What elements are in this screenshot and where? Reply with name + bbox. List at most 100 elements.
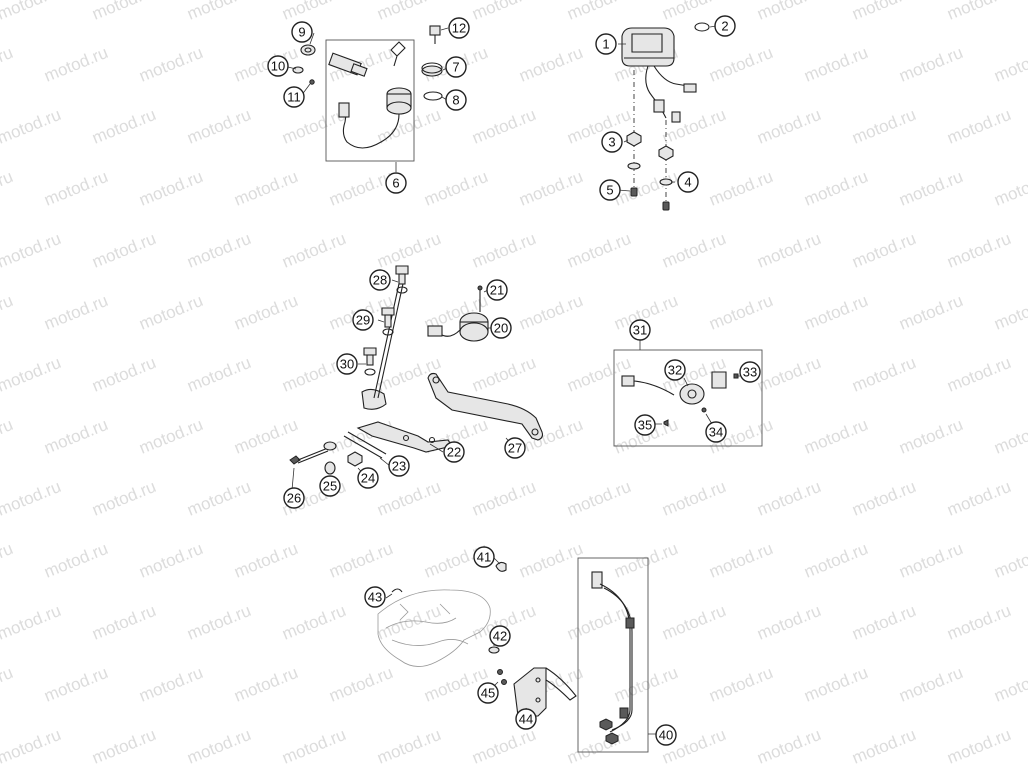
svg-text:26: 26 <box>287 491 301 506</box>
svg-text:27: 27 <box>508 441 522 456</box>
svg-text:43: 43 <box>368 590 382 605</box>
watermark-text: motod.ru <box>41 291 110 334</box>
svg-text:25: 25 <box>323 479 337 494</box>
ignition-switch-group <box>287 25 449 172</box>
watermark-text: motod.ru <box>89 353 158 396</box>
watermark-text: motod.ru <box>231 291 300 334</box>
svg-text:24: 24 <box>361 471 375 486</box>
watermark-text: motod.ru <box>184 477 253 520</box>
watermark-text: motod.ru <box>611 539 680 582</box>
cable-connector <box>591 571 603 589</box>
watermark-text: motod.ru <box>184 601 253 644</box>
nut-24 <box>347 451 363 467</box>
watermark-text: motod.ru <box>0 291 16 334</box>
svg-text:32: 32 <box>668 363 682 378</box>
dash-connector-b <box>653 99 665 113</box>
watermark-text: motod.ru <box>184 0 253 24</box>
watermark-text: motod.ru <box>136 291 205 334</box>
washer-4 <box>627 162 641 170</box>
callout-30: 30 <box>336 353 358 375</box>
svg-text:7: 7 <box>452 60 459 75</box>
watermark-text: motod.ru <box>944 353 1013 396</box>
screw-5 <box>630 187 638 197</box>
watermark-text: motod.ru <box>0 105 64 148</box>
callout-23: 23 <box>388 455 410 477</box>
watermark-text: motod.ru <box>896 291 965 334</box>
watermark-text: motod.ru <box>469 0 538 24</box>
watermark-text: motod.ru <box>801 663 870 706</box>
callout-8: 8 <box>445 89 467 111</box>
o-ring-8 <box>423 91 443 101</box>
callout-21: 21 <box>486 279 508 301</box>
watermark-text: motod.ru <box>564 353 633 396</box>
svg-text:4: 4 <box>684 175 691 190</box>
watermark-text: motod.ru <box>896 415 965 458</box>
watermark-text: motod.ru <box>184 105 253 148</box>
watermark-text: motod.ru <box>659 105 728 148</box>
key-12 <box>429 25 441 36</box>
watermark-text: motod.ru <box>801 415 870 458</box>
callout-26: 26 <box>283 487 305 509</box>
callout-28: 28 <box>369 269 391 291</box>
svg-text:10: 10 <box>271 59 285 74</box>
clip-41 <box>495 561 507 572</box>
watermark-text: motod.ru <box>754 601 823 644</box>
callout-9: 9 <box>291 21 313 43</box>
bracket-27 <box>427 372 544 441</box>
watermark-text: motod.ru <box>231 167 300 210</box>
nut-3 <box>626 131 642 147</box>
watermark-text: motod.ru <box>944 105 1013 148</box>
svg-text:23: 23 <box>392 459 406 474</box>
callout-29: 29 <box>352 309 374 331</box>
watermark-text: motod.ru <box>136 167 205 210</box>
callout-35: 35 <box>634 414 656 436</box>
watermark-text: motod.ru <box>849 353 918 396</box>
watermark-text: motod.ru <box>944 477 1013 520</box>
nut-42 <box>488 646 500 654</box>
callout-5: 5 <box>599 179 621 201</box>
watermark-text: motod.ru <box>659 477 728 520</box>
callout-6: 6 <box>385 172 407 194</box>
watermark-text: motod.ru <box>801 291 870 334</box>
watermark-text: motod.ru <box>279 229 348 272</box>
svg-text:2: 2 <box>721 19 728 34</box>
watermark-text: motod.ru <box>41 167 110 210</box>
watermark-text: motod.ru <box>611 167 680 210</box>
watermark-text: motod.ru <box>89 0 158 24</box>
watermark-text: motod.ru <box>231 663 300 706</box>
callout-41: 41 <box>473 546 495 568</box>
watermark-text: motod.ru <box>136 43 205 86</box>
callout-24: 24 <box>357 467 379 489</box>
watermark-text: motod.ru <box>279 601 348 644</box>
svg-text:45: 45 <box>481 686 495 701</box>
watermark-text: motod.ru <box>516 167 585 210</box>
svg-text:5: 5 <box>606 183 613 198</box>
watermark-text: motod.ru <box>41 663 110 706</box>
svg-text:11: 11 <box>287 90 301 105</box>
watermark-text: motod.ru <box>991 43 1028 86</box>
svg-text:30: 30 <box>340 357 354 372</box>
callout-11: 11 <box>283 86 305 108</box>
watermark-text: motod.ru <box>374 477 443 520</box>
svg-text:21: 21 <box>490 283 504 298</box>
watermark-text: motod.ru <box>944 601 1013 644</box>
watermark-text: motod.ru <box>754 105 823 148</box>
screw-35 <box>663 419 669 427</box>
watermark-text: motod.ru <box>849 601 918 644</box>
watermark-text: motod.ru <box>326 539 395 582</box>
svg-text:44: 44 <box>519 712 533 727</box>
watermark-text: motod.ru <box>0 539 16 582</box>
bolt-29 <box>381 307 395 316</box>
watermark-text: motod.ru <box>991 415 1028 458</box>
watermark-text: motod.ru <box>374 229 443 272</box>
watermark-text: motod.ru <box>706 539 775 582</box>
part-washer <box>292 66 304 74</box>
speedometer-group <box>617 22 717 212</box>
grommet-2 <box>694 22 710 32</box>
screw-34 <box>701 407 707 413</box>
callout-layer: 1 2 3 4 5 6 7 8 9 10 11 12 20 21 22 23 2… <box>267 15 761 746</box>
watermark-text: motod.ru <box>564 105 633 148</box>
watermark-text: motod.ru <box>801 539 870 582</box>
watermark-text: motod.ru <box>754 725 823 768</box>
